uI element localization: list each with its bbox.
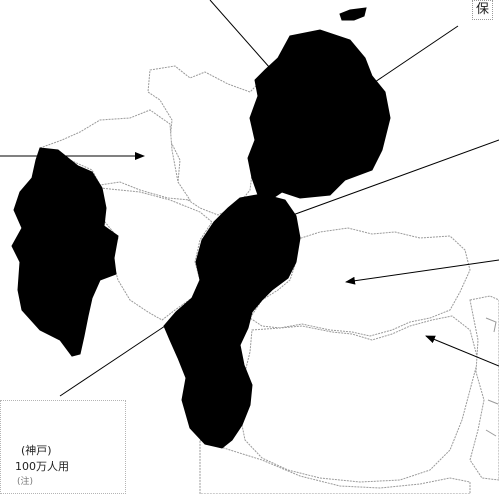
region-far-east — [469, 295, 499, 481]
leader-line-right-mid — [289, 139, 499, 217]
legend-line-1: (神戸) — [21, 444, 52, 457]
legend-line-3: (注) — [17, 477, 34, 487]
highlight-northeast — [247, 29, 391, 201]
region-east — [249, 227, 471, 337]
highlight-west — [11, 147, 119, 357]
legend-line-2: 100万人用 — [15, 460, 69, 473]
region-north — [147, 65, 271, 216]
edge-mark-2 — [487, 399, 499, 405]
leader-line-top — [209, 0, 271, 69]
legend-box: (神戸) 100万人用 (注) — [0, 400, 126, 494]
edge-marks — [485, 317, 499, 437]
white-regions — [38, 65, 499, 494]
leader-line-top-right — [371, 25, 459, 85]
leader-lines — [0, 0, 499, 397]
region-center — [99, 187, 213, 321]
highlight-island — [339, 7, 367, 21]
top-right-label: 保 — [472, 0, 494, 20]
edge-mark-3 — [485, 429, 497, 437]
highlight-center-band — [163, 193, 301, 449]
highlighted-regions — [11, 7, 391, 449]
leader-line-bottom-left — [59, 315, 181, 397]
arrow-east — [345, 259, 499, 285]
arrow-southeast — [425, 335, 499, 367]
region-southeast — [239, 315, 479, 483]
edge-mark-1 — [485, 317, 497, 333]
region-south-lower — [199, 439, 471, 494]
